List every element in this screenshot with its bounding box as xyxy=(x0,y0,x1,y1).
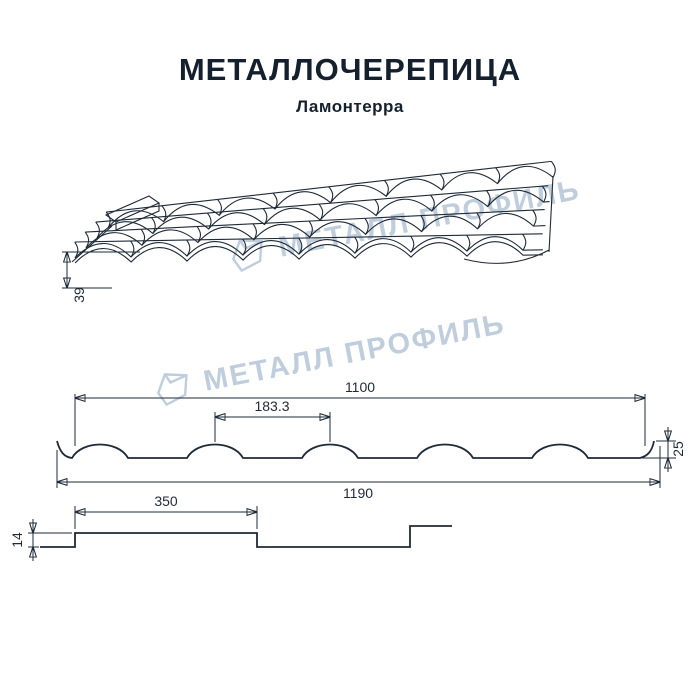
watermark-2: МЕТАЛЛ ПРОФИЛЬ xyxy=(150,306,509,410)
dimension-350-label: 350 xyxy=(154,493,178,509)
roof-left-rake xyxy=(71,225,113,263)
dimension-39: 39 xyxy=(62,252,140,303)
dimension-1100-extension-lines xyxy=(74,394,646,446)
page-title: МЕТАЛЛОЧЕРЕПИЦА xyxy=(178,52,522,87)
dimension-1190: 1190 xyxy=(57,446,660,501)
dimension-183-label: 183.3 xyxy=(254,398,289,414)
dimension-14: 14 xyxy=(9,519,72,561)
dimension-350: 350 xyxy=(75,493,257,529)
dimension-14-extension-lines xyxy=(28,532,72,548)
roof-cut-curve xyxy=(463,249,550,264)
dimension-1100-label: 1100 xyxy=(345,379,375,395)
dimension-1190-label: 1190 xyxy=(343,485,373,501)
dimension-25: 25 xyxy=(642,427,686,472)
step-profile-outline xyxy=(40,525,452,548)
dimension-25-label: 25 xyxy=(670,441,686,457)
tile-row-4 xyxy=(74,233,544,264)
ridge-strip xyxy=(104,195,161,231)
step-profile-section: 350 14 xyxy=(9,493,452,561)
tile-row-2 xyxy=(95,185,550,239)
metal-profil-logo-icon xyxy=(156,373,188,407)
roof-right-edge xyxy=(548,175,554,253)
dimension-39-extension-lines xyxy=(62,251,140,289)
tile-row-3 xyxy=(84,208,546,249)
dimension-39-label: 39 xyxy=(71,287,87,303)
wave-profile-outline xyxy=(56,440,655,459)
dimension-350-extension-lines xyxy=(74,506,258,529)
dimension-1100: 1100 xyxy=(75,379,645,446)
wave-profile-section: 1100 183.3 25 1190 xyxy=(56,379,686,501)
dimension-183: 183.3 xyxy=(215,398,330,442)
dimension-14-label: 14 xyxy=(9,532,25,548)
roof-perspective-view: 39 xyxy=(62,160,556,303)
page-subtitle: Ламонтерра xyxy=(296,97,404,116)
